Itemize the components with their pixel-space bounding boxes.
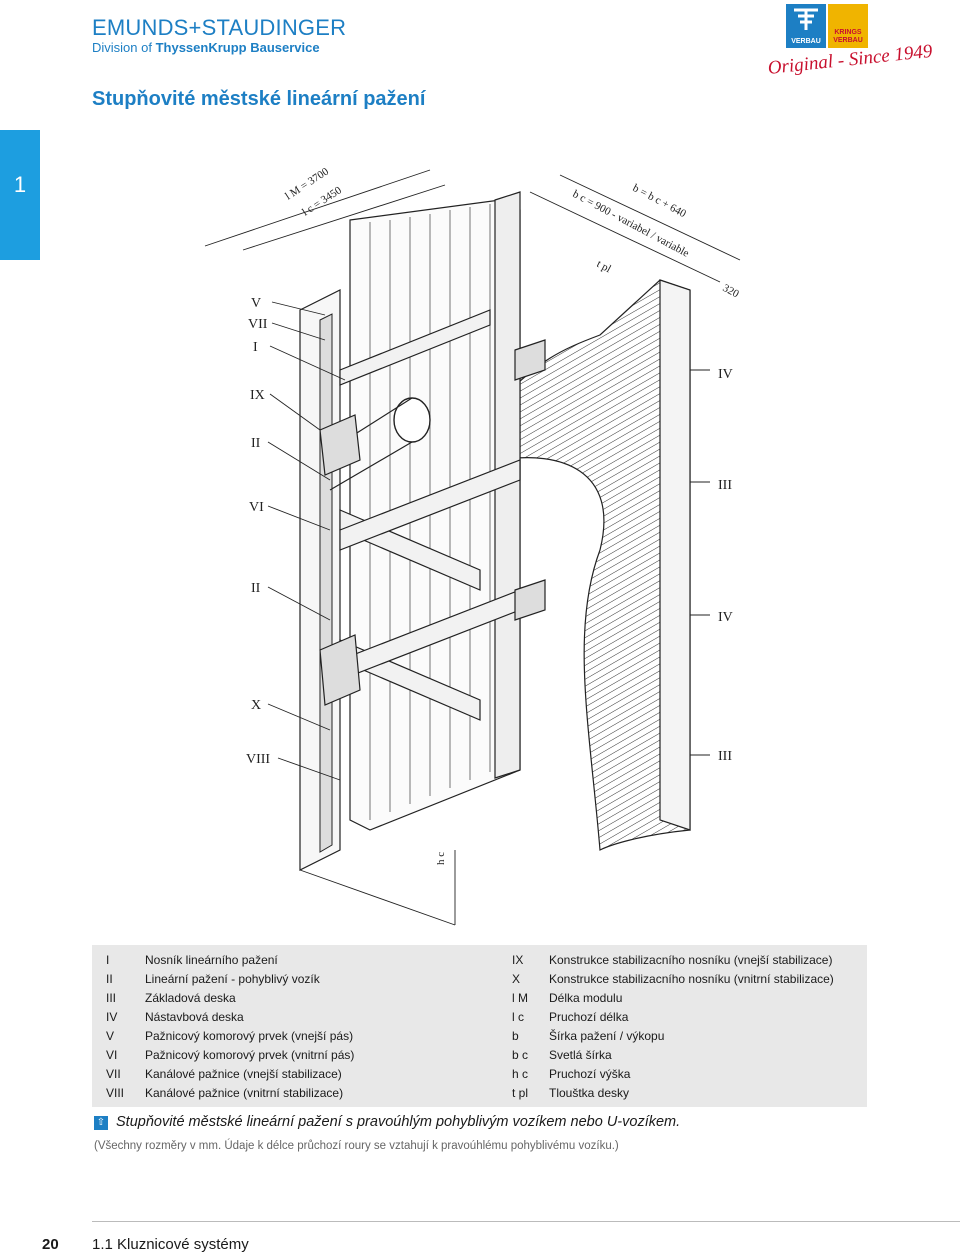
label-IV-upper: IV	[718, 367, 733, 382]
chapter-tab: 1	[0, 130, 40, 260]
section-title: 1.1 Kluznicové systémy	[92, 1236, 249, 1253]
label-X: X	[251, 698, 261, 713]
label-III-lower: III	[718, 749, 732, 764]
dim-bc: b c = 900 - variabel / variable	[571, 188, 691, 260]
dim-320: 320	[721, 282, 742, 301]
left-post-inner	[319, 313, 333, 853]
caption-text: Stupňovité městské lineární pažení s pra…	[116, 1114, 681, 1130]
dim-tpl: t pl	[595, 258, 613, 275]
label-V: V	[251, 296, 261, 311]
label-VIII: VIII	[246, 752, 270, 767]
dim-hc: h c	[435, 852, 447, 865]
label-I: I	[253, 340, 258, 355]
footer-divider	[92, 1221, 960, 1222]
figure-caption: ⇧ Stupňovité městské lineární pažení s pr…	[94, 1114, 680, 1130]
label-III-upper: III	[718, 478, 732, 493]
struts	[339, 309, 521, 721]
brackets	[319, 339, 546, 706]
brand-subtitle: Division of ThyssenKrupp Bauservice	[92, 40, 320, 55]
brand-name: EMUNDS+STAUDINGER	[92, 15, 347, 40]
page-title: Stupňovité městské lineární pažení	[92, 88, 426, 110]
label-VI: VI	[249, 500, 264, 515]
label-VII: VII	[248, 317, 268, 332]
krings-verbau-logo: KRINGS VERBAU	[828, 4, 868, 48]
label-IX: IX	[250, 388, 265, 403]
up-arrow-icon: ⇧	[94, 1116, 108, 1130]
dim-b: b = b c + 640	[631, 182, 689, 220]
label-II-upper: II	[251, 436, 261, 451]
verbau-logo: VERBAU	[786, 4, 826, 48]
hatched-plate-surface	[499, 279, 691, 851]
right-plate	[659, 279, 691, 831]
company-logos: VERBAU KRINGS VERBAU	[786, 4, 870, 50]
page-number: 20	[42, 1236, 59, 1253]
label-II-lower: II	[251, 581, 261, 596]
label-IV-lower: IV	[718, 610, 733, 625]
shoring-technical-drawing: l M = 3700 l c = 3450 b c = 900 - variab…	[204, 165, 742, 926]
brand-header: EMUNDS+STAUDINGER Division of ThyssenKru…	[92, 16, 346, 56]
dimension-note: (Všechny rozměry v mm. Údaje k délce prů…	[94, 1140, 619, 1152]
pipe	[393, 397, 431, 443]
